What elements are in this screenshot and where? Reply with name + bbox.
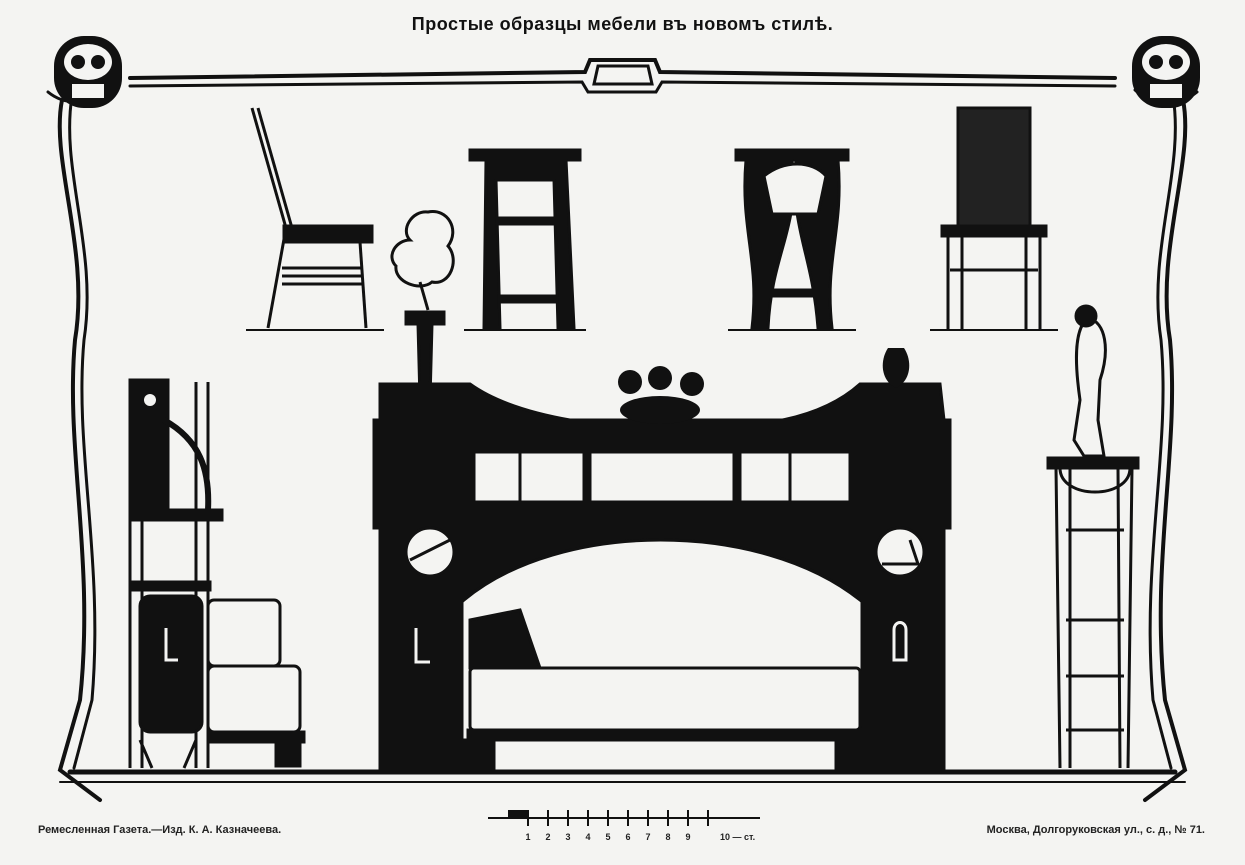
plate-title: Простые образцы мебели въ новомъ стилѣ. <box>411 14 834 34</box>
scale-bar: 1 2 3 4 5 6 7 8 9 10 — ст. <box>488 810 760 842</box>
armchair-left <box>206 598 306 768</box>
corner-mask-left <box>54 36 122 108</box>
footer-publisher: Ремесленная Газета.—Изд. К. А. Казначеев… <box>38 824 282 836</box>
scale-tick-label: 4 <box>585 832 590 842</box>
scale-tick-label: 1 <box>525 832 530 842</box>
scale-tick-label: 8 <box>665 832 670 842</box>
vase-right <box>882 348 910 388</box>
corner-mask-right <box>1132 36 1200 108</box>
central-cabinet <box>372 382 952 770</box>
flower-bowl <box>618 366 704 424</box>
footer-address: Москва, Долгоруковская ул., с. д., № 71. <box>986 824 1205 836</box>
shelf-unit-left <box>128 378 224 769</box>
scale-tick-label: 7 <box>645 832 650 842</box>
scale-tick-label: 2 <box>545 832 550 842</box>
scale-tick-label: 6 <box>625 832 630 842</box>
stool-right <box>728 148 856 331</box>
scale-tick-label: 9 <box>685 832 690 842</box>
scale-tick-label: 5 <box>605 832 610 842</box>
scale-unit-label: 10 — ст. <box>720 832 755 842</box>
potted-plant <box>390 210 455 402</box>
pedestal-with-statue <box>1046 304 1140 769</box>
stool-left <box>464 148 586 331</box>
chair-side-view <box>246 107 384 331</box>
chair-front-view <box>930 106 1058 331</box>
scale-tick-label: 3 <box>565 832 570 842</box>
ornamental-frame <box>46 58 1199 802</box>
